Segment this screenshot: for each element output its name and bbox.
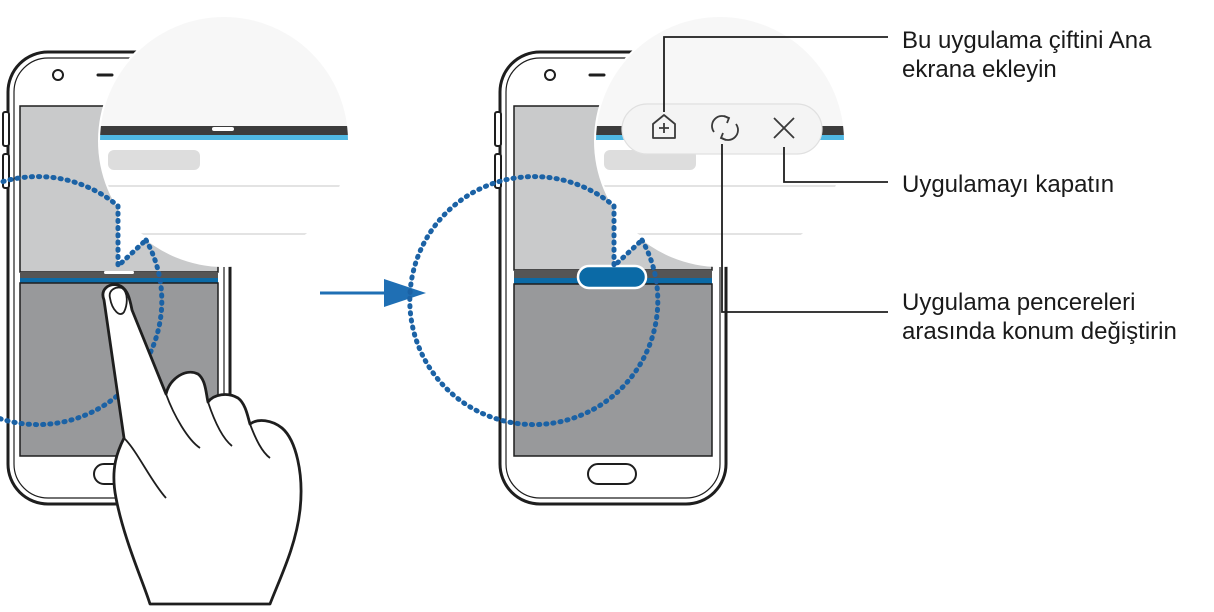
leader-swap [721,144,888,313]
right-screen-bottom-pane [513,283,713,457]
right-divider-handle-selected[interactable] [576,264,648,290]
knuckle-line-2 [207,401,233,447]
knuckle-line-3 [249,423,271,459]
left-phone-camera [52,69,64,81]
callout-swap-windows-line2: arasında konum değiştirin [902,318,1177,345]
left-divider-handle [104,271,134,274]
rotate-arrows-icon[interactable] [711,115,739,141]
left-mag-handle [212,127,234,131]
knuckle-line-1 [165,393,201,449]
hand-illustration [101,283,303,606]
left-mag-blurred-text [108,150,200,170]
callout-add-to-home-line1: Bu uygulama çiftini Ana [902,27,1152,54]
left-phone-side-button [2,111,10,147]
callout-add-to-home-line2: ekrana ekleyin [902,56,1057,83]
callout-swap-windows-line1: Uygulama pencereleri [902,289,1136,316]
left-magnifier-pointer [118,206,146,266]
right-phone-camera [544,69,556,81]
callout-close-app: Uygulamayı kapatın [902,170,1114,199]
transition-arrow [320,279,426,307]
leader-close [783,147,888,183]
leader-add-to-home [663,36,888,112]
right-magnifier-ring [407,174,661,428]
left-screen-divider-blue [20,278,218,283]
fingernail [108,286,128,315]
callout-leaders [663,36,888,313]
left-magnifier-ring [0,174,165,428]
right-phone-side-button [494,111,502,147]
hand-outline [101,283,303,606]
callout-swap-windows: Uygulama pencereleri arasında konum deği… [902,288,1177,346]
callout-add-to-home: Bu uygulama çiftini Ana ekrana ekleyin [902,26,1151,84]
thumb-line [123,437,167,499]
home-plus-icon[interactable] [652,114,676,139]
right-phone-home-button [587,463,637,485]
callout-close-app-line1: Uygulamayı kapatın [902,171,1115,198]
right-phone-inner-edge [505,57,721,499]
right-magnifier-pointer [614,206,642,266]
left-mag-divider-blue [100,135,348,140]
close-x-icon[interactable] [773,117,795,139]
left-screen-divider [20,272,218,278]
right-mag-blurred-text [604,150,696,170]
